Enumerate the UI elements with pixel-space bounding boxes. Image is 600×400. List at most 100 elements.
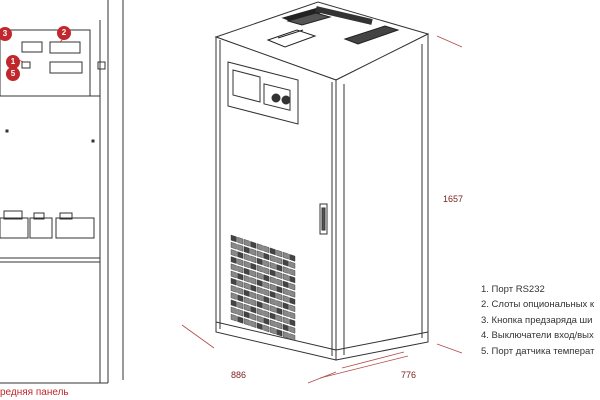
- vent-slot: [243, 253, 250, 261]
- vent-slot: [263, 252, 270, 261]
- vent-slot: [250, 320, 257, 328]
- vent-slot: [282, 259, 289, 267]
- callout-1: 1: [6, 55, 20, 69]
- vent-slot: [230, 299, 237, 308]
- vent-slot: [237, 251, 244, 259]
- vent-slot: [276, 278, 283, 287]
- legend-item: 1. Порт RS232: [481, 284, 545, 295]
- vent-slot: [276, 300, 283, 308]
- vent-slot: [230, 277, 237, 286]
- vent-slot: [289, 326, 296, 334]
- vent-slot: [256, 286, 263, 295]
- vent-slot: [256, 264, 263, 273]
- control-panel: [227, 61, 299, 125]
- vent-slot: [282, 266, 289, 274]
- vent-slot: [282, 323, 289, 332]
- vent-slot: [237, 272, 244, 281]
- vent-slot: [263, 310, 270, 318]
- vent-slot: [282, 331, 289, 339]
- vent-slot: [230, 270, 237, 279]
- vent-slot: [237, 265, 244, 274]
- vent-slot: [263, 281, 270, 290]
- vent-slot: [276, 285, 283, 294]
- vent-slot: [243, 311, 250, 319]
- vent-slot: [269, 254, 276, 263]
- vent-slot: [256, 257, 263, 266]
- vent-slot: [230, 313, 237, 322]
- vent-slot: [263, 274, 270, 282]
- vent-slot: [282, 251, 289, 260]
- vent-slot: [250, 255, 257, 264]
- vent-slot: [282, 295, 289, 303]
- callout-5: 5: [6, 67, 20, 81]
- vent-slot: [269, 305, 276, 313]
- vent-slot: [263, 259, 270, 268]
- vent-slot: [276, 328, 283, 337]
- vent-slot: [256, 293, 263, 302]
- vent-slot: [289, 318, 296, 327]
- vent-slot: [263, 317, 270, 326]
- vent-slot: [250, 313, 257, 321]
- legend: 1. Порт RS232 2. Слоты опциональных к 3.…: [481, 282, 600, 359]
- vent-slot: [230, 263, 237, 272]
- vent-slot: [269, 247, 276, 256]
- vent-slot: [269, 290, 276, 299]
- vent-slot: [256, 322, 263, 331]
- vent-slot: [256, 272, 263, 280]
- dimension-lines: [181, 35, 463, 384]
- legend-item: 2. Слоты опциональных к: [481, 299, 595, 311]
- front-panel-caption: редняя панель: [0, 387, 69, 398]
- vent-slot: [250, 305, 257, 314]
- vent-slot: [263, 324, 270, 333]
- vent-slot: [263, 295, 270, 304]
- vent-slot: [289, 282, 296, 291]
- width-dimension: 886: [231, 370, 247, 380]
- vent-slot: [250, 298, 257, 307]
- vent-slot: [243, 318, 250, 326]
- vent-slot: [230, 285, 237, 293]
- cabinet: [214, 1, 430, 361]
- vent-slot: [269, 319, 276, 328]
- legend-item: 4. Выключатели вход/вых: [481, 330, 594, 342]
- vent-slot: [250, 277, 257, 285]
- ventilation-grid: [230, 234, 296, 341]
- depth-dimension: 776: [401, 370, 417, 380]
- vent-slot: [230, 256, 237, 264]
- vent-slot: [237, 308, 244, 317]
- cabinet-side: [335, 33, 429, 361]
- vent-slot: [237, 287, 244, 295]
- vent-slot: [289, 275, 296, 284]
- vent-slot: [289, 254, 296, 262]
- vent-slot: [237, 280, 244, 288]
- vent-slot: [237, 244, 244, 252]
- vent-slot: [282, 302, 289, 310]
- vent-slot: [276, 256, 283, 265]
- vent-slot: [256, 250, 263, 259]
- vent-slot: [276, 307, 283, 315]
- vent-slot: [243, 260, 250, 269]
- vent-slot: [276, 271, 283, 279]
- vent-slot: [243, 246, 250, 254]
- top-vents: [266, 6, 400, 48]
- vent-slot: [237, 236, 244, 245]
- vent-slot: [269, 297, 276, 306]
- vent-slot: [289, 311, 296, 320]
- vent-slot: [269, 326, 276, 335]
- vent-slot: [230, 234, 237, 243]
- vent-slot: [256, 308, 263, 316]
- vent-slot: [250, 241, 257, 249]
- vent-slot: [282, 316, 289, 325]
- vent-slot: [256, 243, 263, 251]
- vent-slot: [263, 267, 270, 275]
- legend-item: 3. Кнопка предзаряда ши: [481, 314, 593, 326]
- vent-slot: [289, 304, 296, 312]
- vent-slot: [250, 284, 257, 292]
- vent-slot: [276, 314, 283, 323]
- vent-slot: [230, 249, 237, 257]
- vent-slot: [237, 316, 244, 324]
- vent-slot: [269, 261, 276, 270]
- vent-slot: [243, 239, 250, 247]
- vent-slot: [230, 292, 237, 300]
- vent-slot: [269, 276, 276, 284]
- vent-slot: [269, 269, 276, 277]
